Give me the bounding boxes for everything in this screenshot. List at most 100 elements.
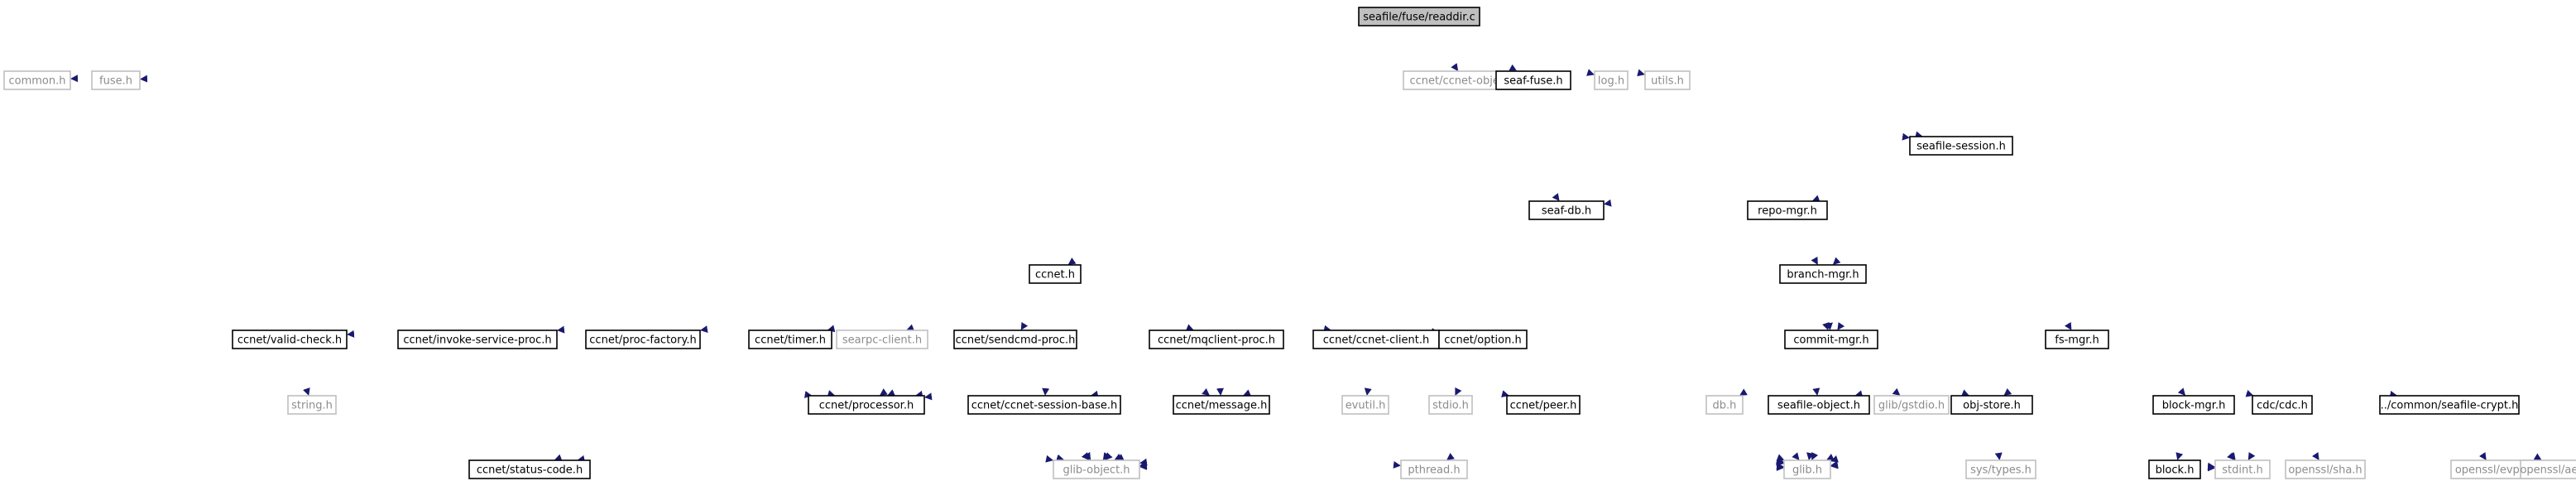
node-label: utils.h [1651,75,1684,88]
edge-blockmgr-to-blockh [2175,452,2184,460]
node-seafobj[interactable]: seafile-object.h [1768,395,1870,415]
node-evp: openssl/evp.h [2450,459,2535,479]
edge-seafsession-to-seafdb [1604,199,1612,207]
node-ccneth[interactable]: ccnet.h [1029,264,1082,284]
edge-processor-to-glib [1776,463,1784,471]
edge-fsmgr-to-seafobj [1854,390,1864,398]
node-statuscode[interactable]: ccnet/status-code.h [468,459,591,479]
edge-message-to-glibobj [1114,453,1123,460]
node-box [1358,7,1480,26]
node-box [3,70,71,90]
node-ccnetclient[interactable]: ccnet/ccnet-client.h [1312,329,1440,349]
edge-message-to-glib [1776,462,1784,470]
node-blockh[interactable]: block.h [2148,459,2201,479]
node-box [2379,395,2520,415]
edge-ccneth-to-mqclient [1185,324,1194,331]
edge-ccneth-to-statuscode [554,454,563,462]
node-branchmgr[interactable]: branch-mgr.h [1779,264,1867,284]
node-box [2045,329,2109,349]
node-timer[interactable]: ccnet/timer.h [748,329,832,349]
edge-peer-to-glibobj [1139,458,1148,466]
node-box [2152,395,2235,415]
node-box [1438,329,1528,349]
node-glibobj: glib-object.h [1053,459,1140,479]
node-label: evutil.h [1346,400,1386,412]
edge-commitmgr-to-objstore [1960,389,1969,397]
node-evutil: evutil.h [1341,395,1389,415]
node-log: log.h [1594,70,1629,90]
edge-seaffuse-to-seafsession [1902,132,1910,141]
edge-commitmgr-to-dbh [1739,388,1748,396]
node-processor[interactable]: ccnet/processor.h [808,395,925,415]
node-fuse: fuse.h [91,70,141,90]
node-objstore[interactable]: obj-store.h [1950,395,2033,415]
node-fsmgr[interactable]: fs-mgr.h [2045,329,2109,349]
node-blockmgr[interactable]: block-mgr.h [2152,395,2235,415]
node-sessionbase[interactable]: ccnet/ccnet-session-base.h [967,395,1121,415]
node-box [585,329,701,349]
node-invoke[interactable]: ccnet/invoke-service-proc.h [397,329,558,349]
edge-fsmgr-to-objstore [2003,387,2012,396]
edge-ccnetclient-to-processor [924,392,933,401]
node-gstdio: glib/gstdio.h [1873,395,1950,415]
edge-cdc-to-sha [2311,452,2319,460]
node-repomgr[interactable]: repo-mgr.h [1747,200,1828,220]
edge-sendcmd-to-processor [887,389,896,397]
node-box [2520,459,2576,479]
node-validcheck[interactable]: ccnet/valid-check.h [232,329,348,349]
node-label: string.h [291,400,333,412]
node-commitmgr[interactable]: commit-mgr.h [1784,329,1878,349]
node-box [2252,395,2313,415]
edge-ccnetclient-to-message [1243,389,1252,397]
node-label: commit-mgr.h [1793,334,1868,347]
node-box [1873,395,1950,415]
node-label: fs-mgr.h [2055,334,2099,347]
node-option[interactable]: ccnet/option.h [1438,329,1528,349]
edge-repomgr-to-branchmgr [1811,256,1818,265]
node-message[interactable]: ccnet/message.h [1173,395,1270,415]
node-box [1644,70,1691,90]
node-cdc[interactable]: cdc/cdc.h [2252,395,2313,415]
edge-readdir-to-utils [1637,69,1645,77]
edge-readdir-to-ccneth [1067,257,1077,265]
node-label: ccnet.h [1035,269,1075,281]
node-label: ccnet/ccnet-object.h [1409,75,1519,88]
node-label: cdc/cdc.h [2257,400,2308,412]
node-label: ccnet/proc-factory.h [589,334,696,347]
node-label: fuse.h [99,75,132,88]
node-procfactory[interactable]: ccnet/proc-factory.h [585,329,701,349]
edge-ccneth-to-validcheck [347,329,355,338]
node-seafsession[interactable]: seafile-session.h [1909,136,2013,156]
node-readdir[interactable]: seafile/fuse/readdir.c [1358,7,1480,26]
node-seafdb[interactable]: seaf-db.h [1528,200,1605,220]
node-label: seafile-object.h [1777,400,1860,412]
node-label: seafile/fuse/readdir.c [1363,12,1475,24]
node-label: ccnet/mqclient-proc.h [1158,334,1275,347]
node-label: common.h [9,75,66,88]
node-label: openssl/sha.h [2288,464,2362,477]
edge-readdir-to-log [1586,69,1595,76]
edge-ccnetclient-to-evutil [1364,387,1372,396]
node-box [2285,459,2366,479]
edge-invoke-to-processor [804,391,813,398]
node-label: ccnet/invoke-service-proc.h [403,334,551,347]
node-sendcmd[interactable]: ccnet/sendcmd-proc.h [953,329,1077,349]
node-box [287,395,337,415]
node-label: ccnet/valid-check.h [237,334,342,347]
node-mqclient[interactable]: ccnet/mqclient-proc.h [1149,329,1284,349]
edge-objstore-to-systypes [1994,452,2003,460]
node-label: ../common/seafile-crypt.h [2381,400,2519,412]
node-crypt[interactable]: ../common/seafile-crypt.h [2379,395,2520,415]
edge-processor-to-pthread [1393,460,1401,469]
edge-seafsession-to-blockmgr [2177,387,2186,396]
edge-fsmgr-to-cdc [2245,389,2254,397]
node-seaffuse[interactable]: seaf-fuse.h [1495,70,1571,90]
node-systypes: sys/types.h [1965,459,2036,479]
node-dbh: db.h [1705,395,1744,415]
edge-ccneth-to-timer [827,325,836,333]
node-peer[interactable]: ccnet/peer.h [1506,395,1581,415]
node-box [1909,136,2013,156]
node-label: ccnet/processor.h [819,400,914,412]
node-label: obj-store.h [1963,400,2021,412]
